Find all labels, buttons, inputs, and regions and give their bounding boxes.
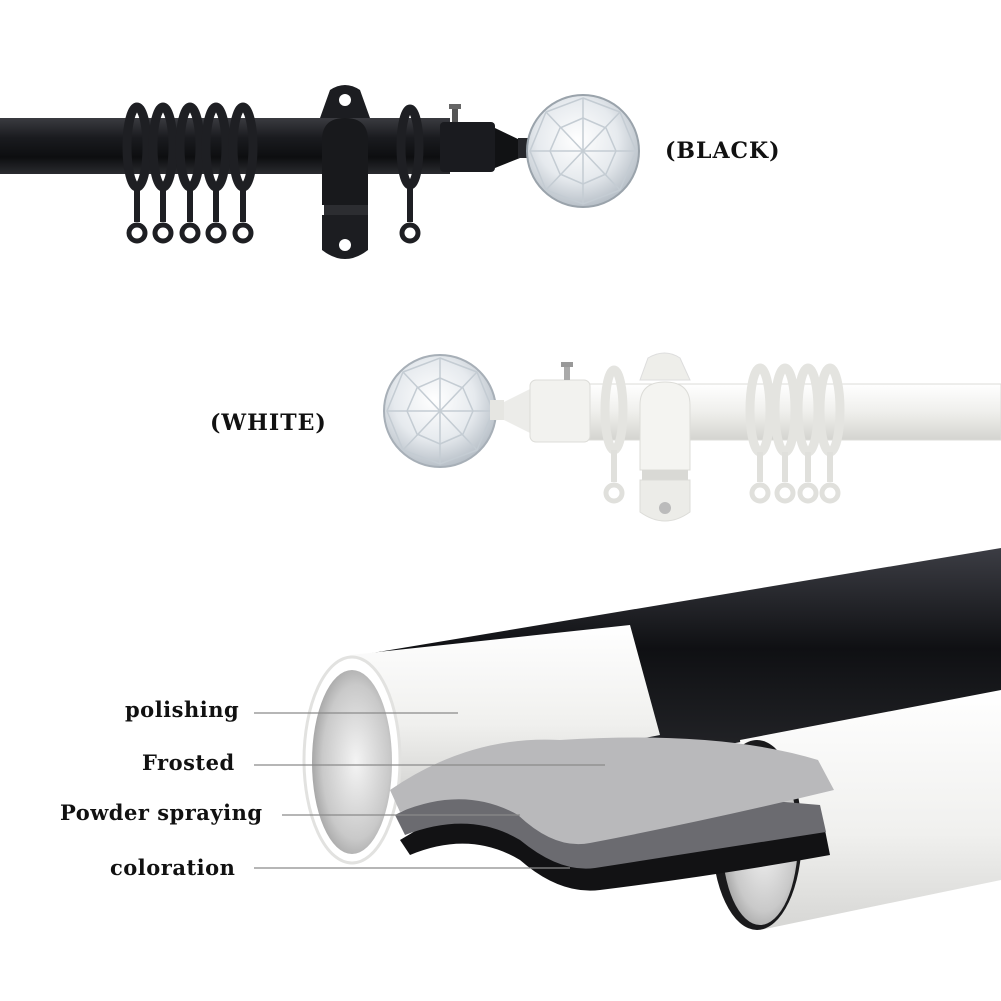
white-finial: [383, 354, 591, 468]
white-bracket: [639, 352, 691, 522]
white-curtain-rod: [383, 352, 1001, 522]
layer-label-coloration: coloration: [110, 855, 236, 880]
layer-label-powder-spraying: Powder spraying: [60, 800, 263, 825]
layer-label-polishing: polishing: [125, 697, 240, 722]
layer-label-frosted: Frosted: [142, 750, 235, 775]
black-bracket: [320, 85, 370, 259]
white-variant-label: (WHITE): [210, 410, 327, 436]
black-ring-eyelets: [126, 186, 421, 244]
black-variant-label: (BLACK): [665, 138, 781, 164]
white-ring-eyelets: [603, 450, 841, 504]
rod-layers-cross-section: [254, 548, 1001, 930]
black-curtain-rod: [0, 85, 640, 259]
black-curtain-rings: [122, 102, 424, 192]
black-finial: [440, 94, 640, 208]
frosted-layer: [390, 737, 834, 845]
